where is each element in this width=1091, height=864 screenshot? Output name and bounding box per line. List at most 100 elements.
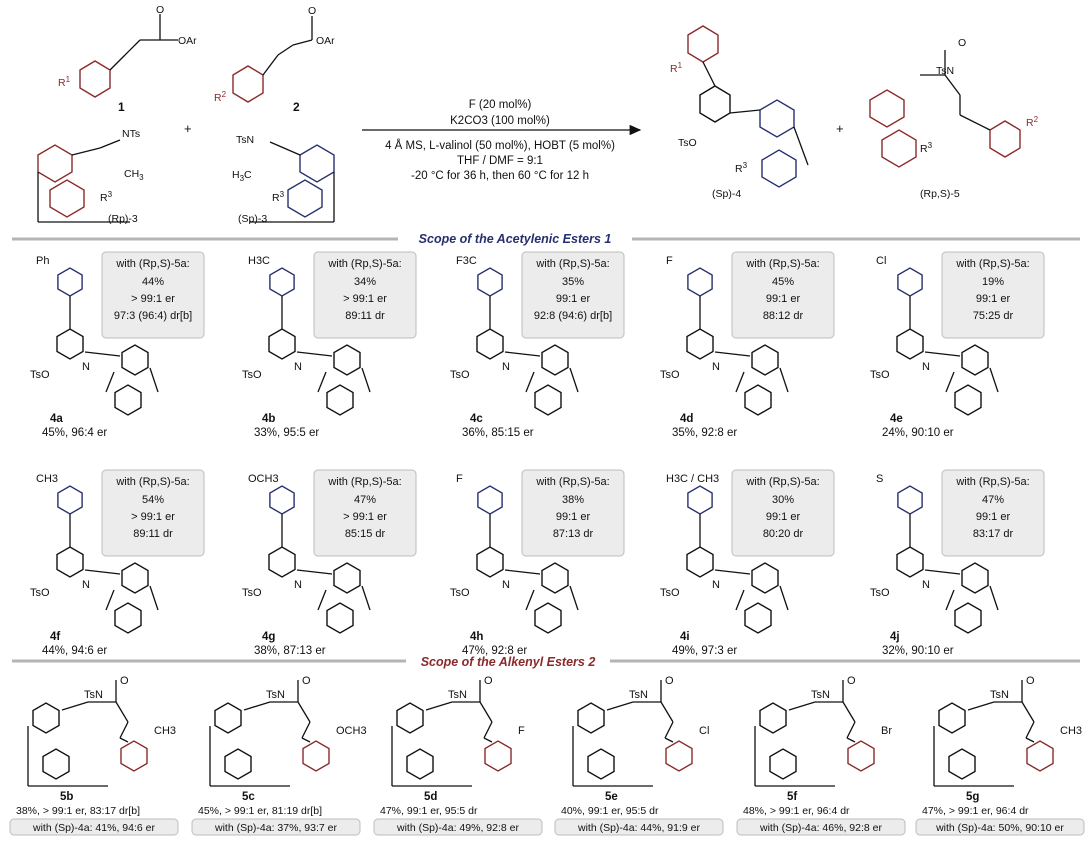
cyclophane-lower-ring <box>114 602 142 634</box>
aryl-ring <box>897 485 923 515</box>
with-4a-value: with (Sp)-4a: 50%, 90:10 er <box>935 822 1064 834</box>
bond <box>149 585 159 611</box>
tsn-label: TsN <box>990 689 1009 701</box>
bond <box>296 351 333 357</box>
substituent-label: S <box>876 473 883 485</box>
box-value: 38% <box>562 494 584 506</box>
compound-yield: 40%, 99:1 er, 95:5 dr <box>561 805 659 817</box>
bond <box>317 589 327 611</box>
product-4-label: (Sp)-4 <box>712 188 741 200</box>
cyclophane-lower-ring <box>406 748 434 780</box>
pyridine-n-label: N <box>712 579 720 591</box>
compound-yield: 49%, 97:3 er <box>672 645 737 657</box>
bond <box>842 701 856 723</box>
tsn-label: TsN <box>84 689 103 701</box>
compound-yield: 44%, 94:6 er <box>42 645 107 657</box>
cyclophane-upper-ring <box>541 344 569 376</box>
box-value: 80:20 dr <box>763 528 804 540</box>
bond <box>296 569 333 575</box>
aryl-ring <box>57 267 83 297</box>
diastereomer-info-box <box>101 251 205 339</box>
box-value: 47% <box>354 494 376 506</box>
bond <box>569 367 579 393</box>
box-value: 34% <box>354 276 376 288</box>
compound-yield: 47%, 99:1 er, 95:5 dr <box>380 805 478 817</box>
bond <box>504 351 541 357</box>
box-title: with (Rp,S)-5a: <box>327 476 401 488</box>
cyclophane-lower-ring <box>224 748 252 780</box>
cyclophane-lower-ring <box>744 384 772 416</box>
lactam-o-label: O <box>847 675 856 687</box>
box-value: 35% <box>562 276 584 288</box>
condition-5: -20 °C for 36 h, then 60 °C for 12 h <box>411 170 589 182</box>
pyridine-n-label: N <box>502 361 510 373</box>
reagent-1-structure: O OAr R1 1 <box>58 4 197 114</box>
box-value: 88:12 dr <box>763 310 804 322</box>
box-value: 97:3 (96:4) dr[b] <box>114 310 192 322</box>
bond <box>660 701 674 723</box>
diastereomer-info-box <box>313 469 417 557</box>
with-4a-box <box>373 818 543 836</box>
aryl-ring <box>897 267 923 297</box>
cyclophane-lower-ring <box>954 384 982 416</box>
cyclophane-upper-ring <box>751 344 779 376</box>
pyridine-ring <box>476 328 504 360</box>
scheme-top: O OAr R1 1 NTs CH3 R3 (Rp)-3 + O <box>37 4 1039 225</box>
product-5-r2: R2 <box>1026 115 1039 129</box>
condition-1: F (20 mol%) <box>469 99 532 111</box>
cyclophane-lower-ring <box>587 748 615 780</box>
substituent-label: OCH3 <box>248 473 279 485</box>
condition-4: THF / DMF = 9:1 <box>457 155 543 167</box>
box-value: 85:15 dr <box>345 528 386 540</box>
bond <box>84 351 121 357</box>
cyclophane-lower-ring <box>954 602 982 634</box>
aryl-ring <box>687 485 713 515</box>
oar-label-2: OAr <box>316 35 335 47</box>
box-title: with (Rp,S)-5a: <box>535 258 609 270</box>
compound-id: 5e <box>605 791 618 803</box>
cyclophane-upper-ring <box>121 344 149 376</box>
pyridine-n-label: N <box>82 579 90 591</box>
box-value: 89:11 dr <box>133 528 173 540</box>
aryl-ring <box>847 740 875 772</box>
carbonyl-o-label: O <box>156 4 164 16</box>
tsn-label: TsN <box>448 689 467 701</box>
bond <box>735 589 745 611</box>
bond <box>361 585 371 611</box>
aryl-ring <box>1026 740 1054 772</box>
tso-label: TsO <box>242 587 262 599</box>
cyclophane-upper-ring <box>541 562 569 594</box>
r3-label-2: R3 <box>272 190 285 204</box>
compound-id: 4h <box>470 631 483 643</box>
box-value: 75:25 dr <box>973 310 1014 322</box>
diastereomer-info-box <box>521 251 625 339</box>
box-value: 87:13 dr <box>553 528 594 540</box>
tso-label: TsO <box>660 369 680 381</box>
substituent-label: F <box>518 725 525 737</box>
h3c-label: H3C <box>232 169 252 183</box>
bond <box>105 371 115 393</box>
substituent-label: H3C / CH3 <box>666 473 719 485</box>
cyclophane-lower-ring <box>326 384 354 416</box>
compound-yield: 35%, 92:8 er <box>672 427 737 439</box>
bond <box>479 701 493 723</box>
bond <box>61 701 89 711</box>
product-5-o: O <box>958 37 966 49</box>
bond <box>119 737 129 743</box>
compound-2-label: 2 <box>293 100 300 114</box>
reagent-2-structure: O OAr R2 2 <box>214 5 335 114</box>
bond <box>779 367 789 393</box>
cyclophane-lower-ring <box>326 602 354 634</box>
box-title: with (Rp,S)-5a: <box>745 476 819 488</box>
substituent-label: F <box>456 473 463 485</box>
box-value: 30% <box>772 494 794 506</box>
plus-sign: + <box>184 121 192 136</box>
lactam-o-label: O <box>665 675 674 687</box>
lactam-o-label: O <box>302 675 311 687</box>
